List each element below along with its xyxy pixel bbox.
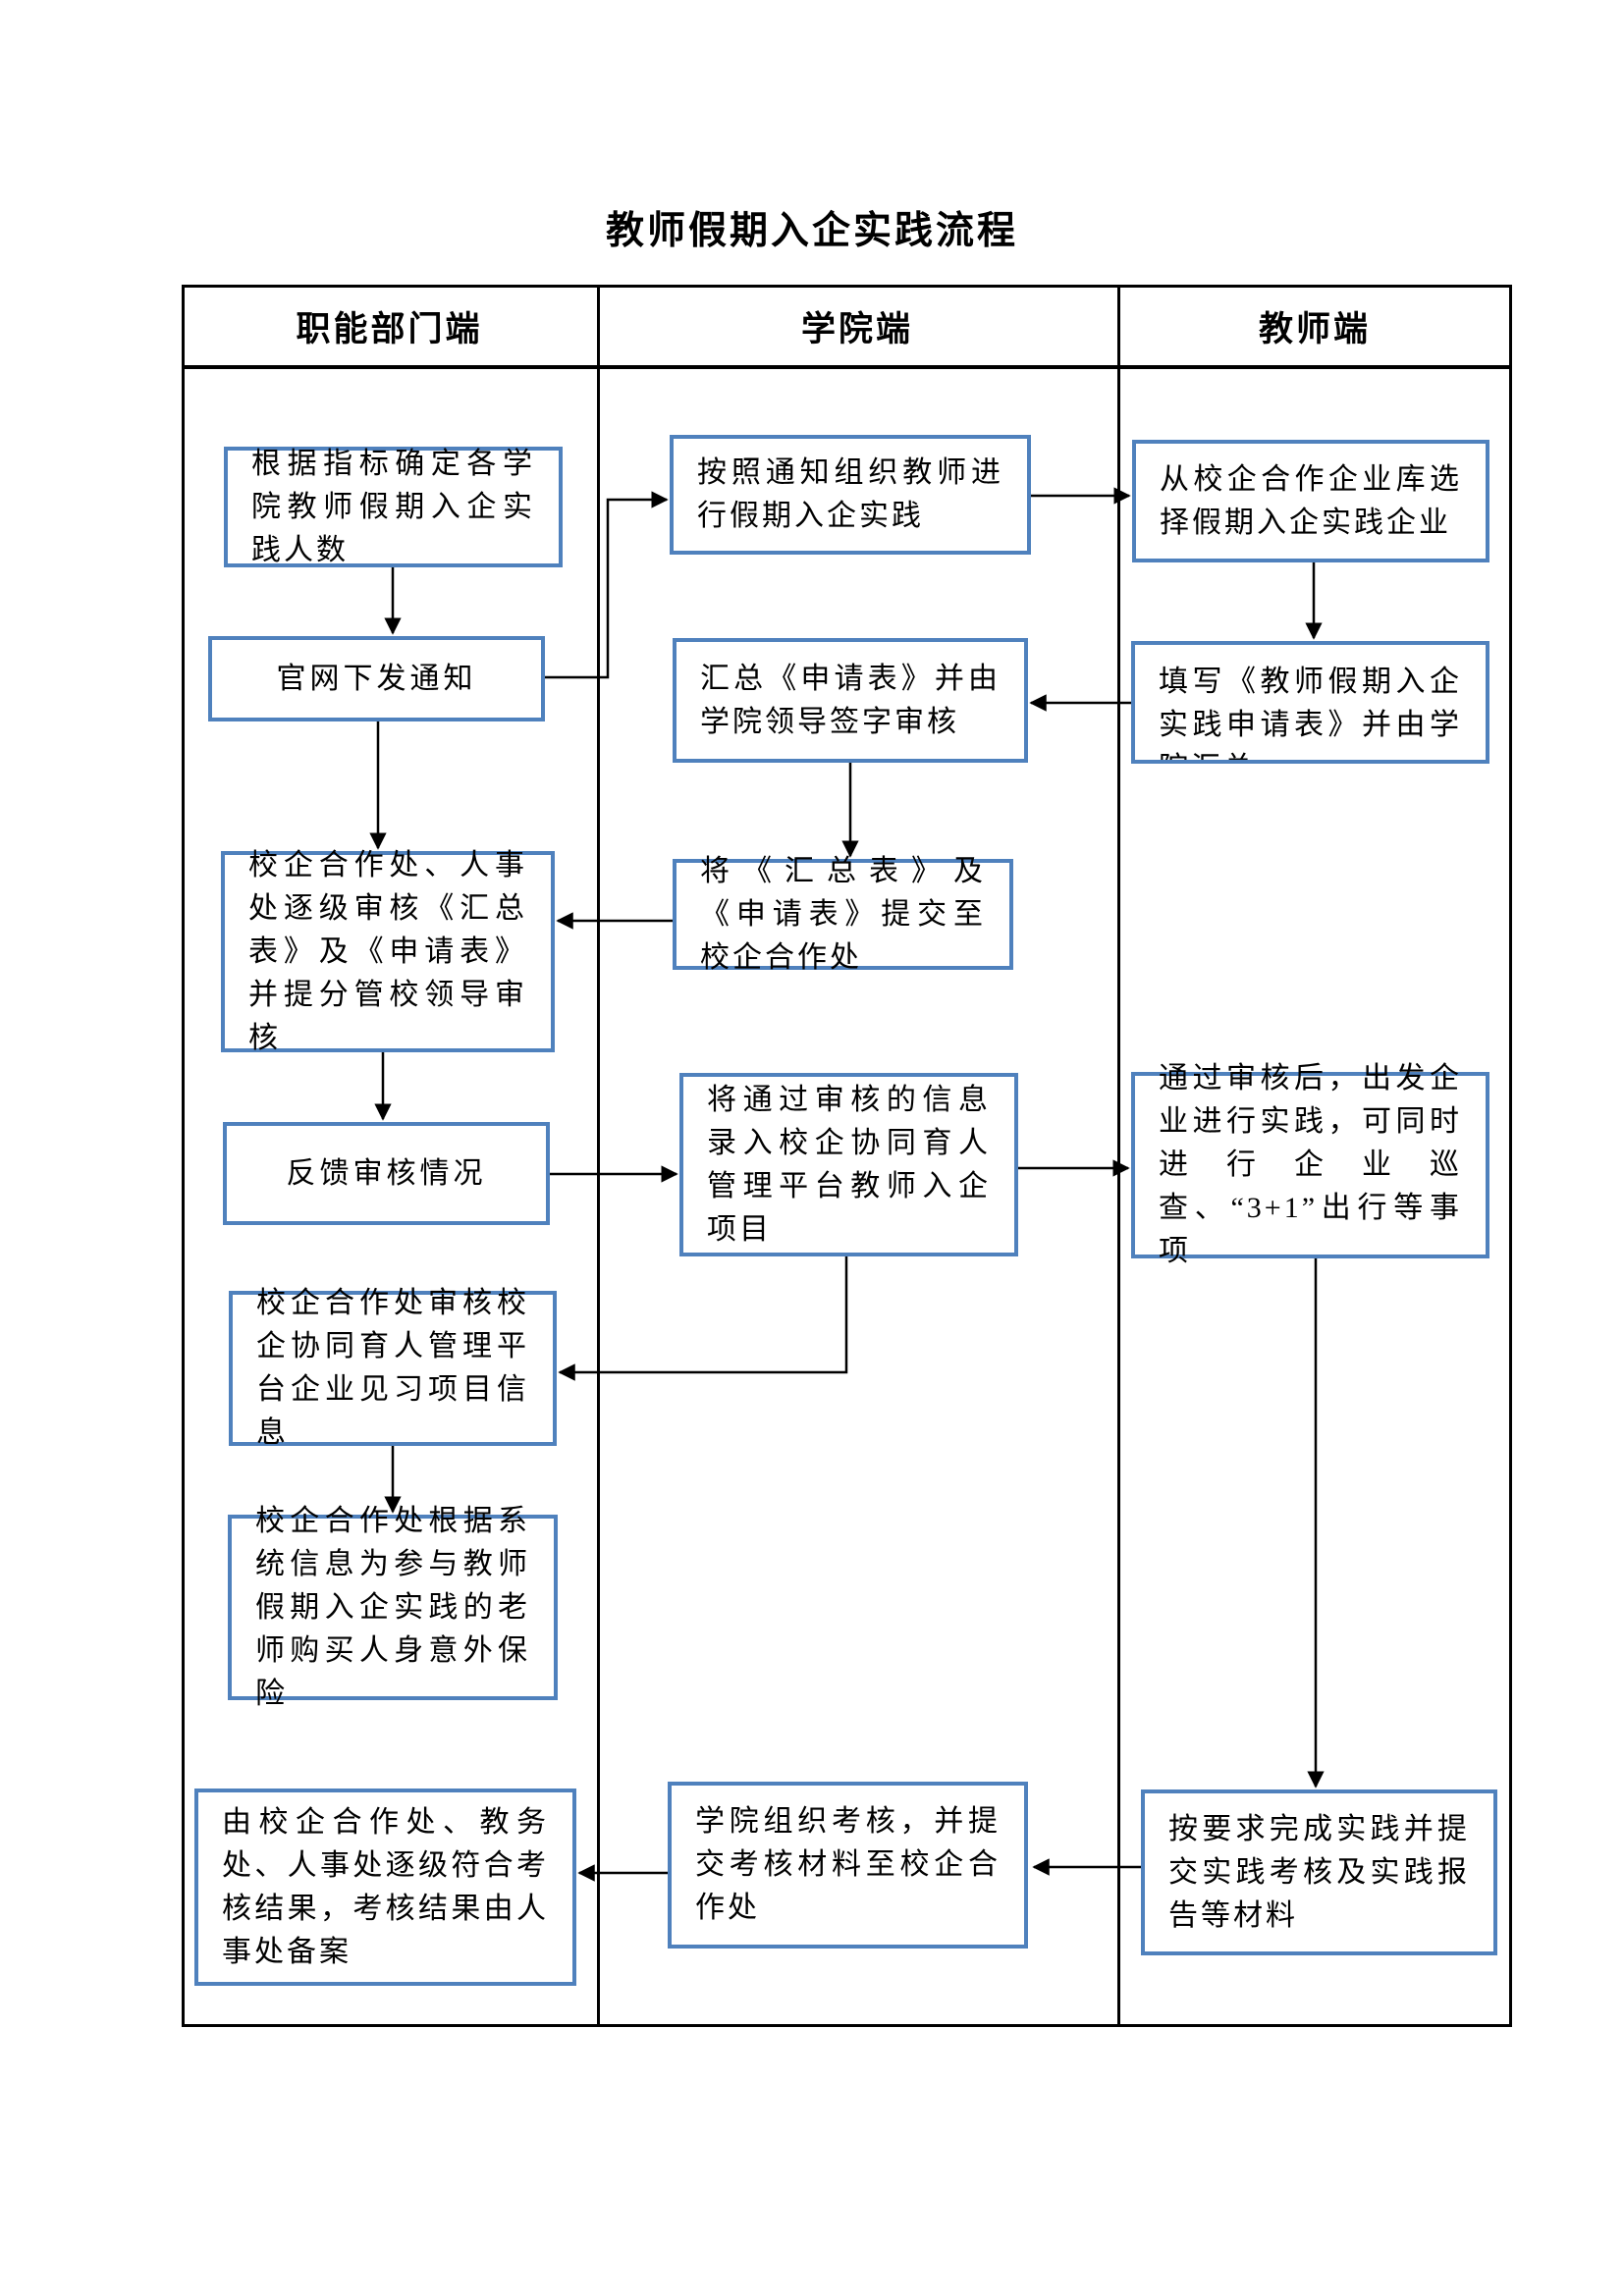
flow-node-college-submit: 将《汇总表》及《申请表》提交至校企合作处	[673, 855, 1013, 974]
flow-node-college-summary: 汇总《申请表》并由学院领导签字审核	[673, 638, 1028, 763]
flow-node-dept-feedback: 反馈审核情况	[223, 1122, 550, 1225]
flow-node-teacher-practice: 通过审核后，出发企业进行实践，可同时进行企业巡查、“3+1”出行等事项	[1131, 1062, 1489, 1267]
table-border	[182, 285, 1512, 2027]
flow-node-college-assess: 学院组织考核，并提交考核材料至校企合作处	[668, 1782, 1028, 1949]
column-header-college: 学院端	[800, 310, 913, 348]
flow-node-dept-platform-review: 校企合作处审核校企协同育人管理平台企业见习项目信息	[229, 1287, 557, 1449]
flow-node-college-organize: 按照通知组织教师进行假期入企实践	[670, 435, 1031, 555]
flow-node-teacher-complete: 按要求完成实践并提交实践考核及实践报告等材料	[1141, 1789, 1497, 1955]
flow-node-teacher-select: 从校企合作企业库选择假期入企实践企业	[1132, 440, 1489, 562]
page-title: 教师假期入企实践流程	[605, 210, 1018, 252]
flow-node-dept-insurance: 校企合作处根据系统信息为参与教师假期入企实践的老师购买人身意外保险	[228, 1505, 558, 1710]
flow-node-dept-record: 由校企合作处、教务处、人事处逐级符合考核结果，考核结果由人事处备案	[194, 1789, 576, 1986]
flow-node-dept-quota: 根据指标确定各学院教师假期入企实践人数	[224, 447, 563, 567]
column-divider-1	[597, 285, 600, 2027]
flow-node-college-input: 将通过审核的信息录入校企协同育人管理平台教师入企项目	[679, 1073, 1018, 1256]
column-header-teacher: 教师端	[1258, 310, 1371, 348]
header-separator	[182, 365, 1512, 369]
column-divider-2	[1117, 285, 1120, 2027]
flow-node-dept-notice: 官网下发通知	[208, 636, 545, 721]
column-header-dept: 职能部门端	[296, 310, 483, 348]
flow-node-teacher-apply: 填写《教师假期入企实践申请表》并由学院汇总	[1131, 641, 1489, 764]
flow-node-dept-review: 校企合作处、人事处逐级审核《汇总表》及《申请表》并提分管校领导审核	[221, 849, 555, 1054]
